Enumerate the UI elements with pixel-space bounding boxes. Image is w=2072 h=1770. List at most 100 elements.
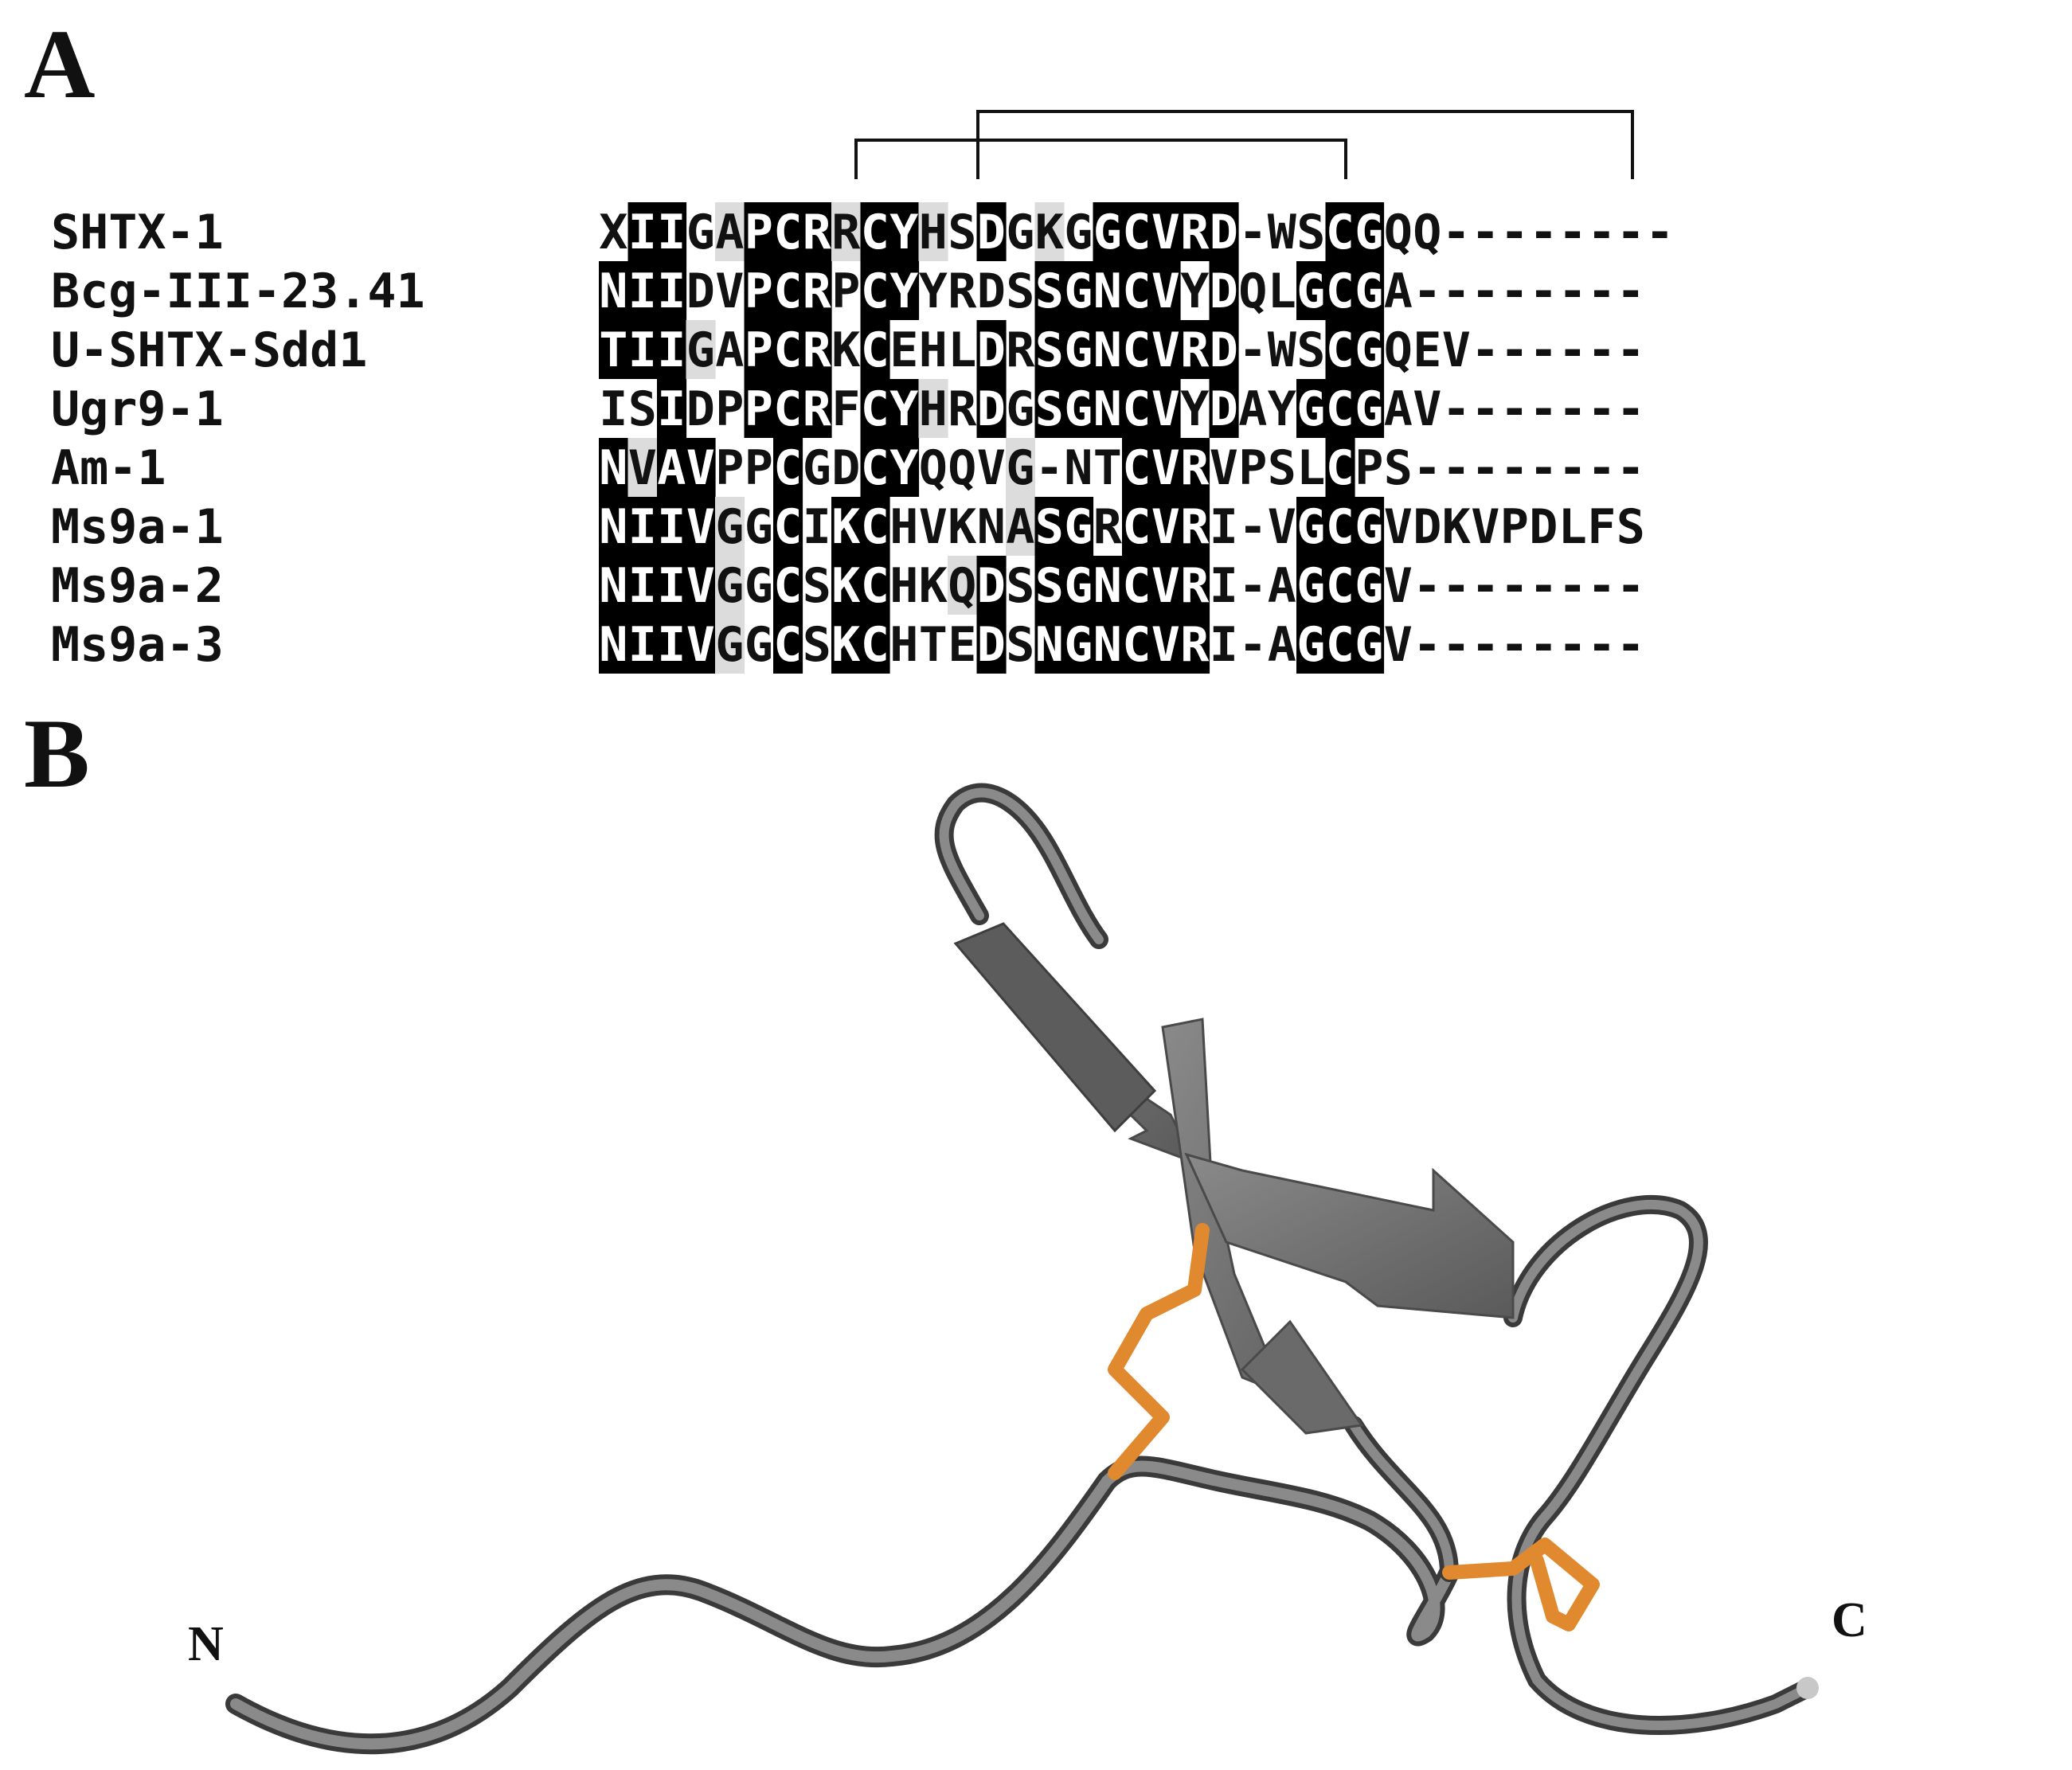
residue: S — [1035, 264, 1064, 319]
residue: G — [1355, 264, 1383, 319]
identical-residue-shading — [627, 615, 658, 674]
beta-strand-2-arrowhead — [1240, 1319, 1364, 1435]
n-terminal-coil — [225, 1455, 1460, 1755]
residue: N — [599, 617, 627, 673]
identical-residue-shading — [1325, 379, 1355, 438]
residue: G — [745, 499, 773, 555]
identical-residue-shading — [773, 615, 803, 674]
identical-residue-shading — [599, 615, 629, 674]
identical-residue-shading — [1355, 615, 1385, 674]
residue: - — [1558, 440, 1587, 496]
residue: S — [1006, 617, 1034, 673]
residue: V — [1151, 440, 1180, 496]
residue: K — [831, 499, 860, 555]
identical-residue-shading — [1064, 556, 1094, 615]
residue: D — [977, 322, 1006, 378]
identical-residue-shading — [1325, 320, 1355, 379]
residue: G — [715, 617, 744, 673]
residue: G — [1064, 617, 1093, 673]
sequence-name: SHTX-1 — [51, 205, 224, 260]
residue: D — [977, 558, 1006, 614]
residue: V — [1442, 322, 1471, 378]
residue: S — [1006, 558, 1034, 614]
residue: C — [861, 205, 889, 260]
residue: G — [1296, 381, 1325, 437]
residue: C — [1326, 440, 1355, 496]
residue: G — [1355, 499, 1383, 555]
residue: - — [1471, 440, 1499, 496]
residue: G — [715, 499, 744, 555]
residue: - — [1442, 440, 1471, 496]
residue: - — [1500, 205, 1529, 260]
residue: C — [861, 440, 889, 496]
residue: V — [1151, 205, 1180, 260]
identical-residue-shading — [1325, 556, 1355, 615]
residue: S — [1035, 558, 1064, 614]
residue: V — [977, 440, 1006, 496]
identical-residue-shading — [1064, 261, 1094, 320]
identical-residue-shading — [1180, 497, 1210, 556]
residue: N — [1093, 617, 1122, 673]
similar-residue-shading — [715, 497, 745, 556]
residue: C — [773, 558, 802, 614]
residue: L — [1296, 440, 1325, 496]
residue: R — [803, 264, 832, 319]
residue: K — [831, 558, 860, 614]
identical-residue-shading — [773, 202, 803, 261]
identical-residue-shading — [773, 379, 803, 438]
residue: A — [1268, 617, 1296, 673]
panel-b: B N C — [24, 699, 1867, 1755]
residue: C — [1122, 322, 1151, 378]
similar-residue-shading — [918, 379, 948, 438]
identical-residue-shading — [657, 379, 687, 438]
residue: C — [1326, 499, 1355, 555]
identical-residue-shading — [1093, 379, 1123, 438]
identical-residue-shading — [773, 320, 803, 379]
residue: - — [1558, 617, 1587, 673]
residue: R — [948, 264, 977, 319]
protein-ribbon-structure — [225, 783, 1819, 1755]
residue: - — [1238, 205, 1267, 260]
residue: G — [745, 558, 773, 614]
residue: - — [1500, 322, 1529, 378]
residue: V — [686, 440, 715, 496]
residue: Q — [948, 558, 976, 614]
identical-residue-shading — [1180, 615, 1210, 674]
residue: I — [657, 617, 686, 673]
identical-residue-shading — [1325, 261, 1355, 320]
residue: - — [1529, 264, 1558, 319]
residue: C — [1326, 558, 1355, 614]
residue: L — [1268, 264, 1296, 319]
residue: D — [1210, 264, 1238, 319]
disulfide-brackets — [854, 110, 1634, 179]
sequence-name: Ms9a-1 — [51, 499, 224, 555]
identical-residue-shading — [657, 438, 687, 497]
residue: - — [1529, 205, 1558, 260]
identical-residue-shading — [627, 261, 658, 320]
residue: V — [1210, 440, 1238, 496]
residue: P — [715, 440, 744, 496]
identical-residue-shading — [1355, 202, 1385, 261]
identical-residue-shading — [657, 261, 687, 320]
residue: S — [1035, 322, 1064, 378]
residue: H — [889, 617, 918, 673]
residue: V — [1471, 499, 1499, 555]
residue: G — [1006, 381, 1034, 437]
similar-residue-shading — [1006, 497, 1036, 556]
residue: - — [1500, 558, 1529, 614]
residue: K — [948, 499, 976, 555]
residue: G — [1064, 381, 1093, 437]
disulfide-bond-1 — [1108, 1223, 1210, 1480]
panel-a-label: A — [24, 10, 96, 119]
residue: C — [773, 322, 802, 378]
identical-residue-shading — [1325, 497, 1355, 556]
residue: - — [1617, 264, 1645, 319]
residue: G — [1064, 322, 1093, 378]
residue: Y — [889, 381, 918, 437]
identical-residue-shading — [860, 261, 890, 320]
identical-residue-shading — [860, 202, 890, 261]
identical-residue-shading — [889, 202, 920, 261]
